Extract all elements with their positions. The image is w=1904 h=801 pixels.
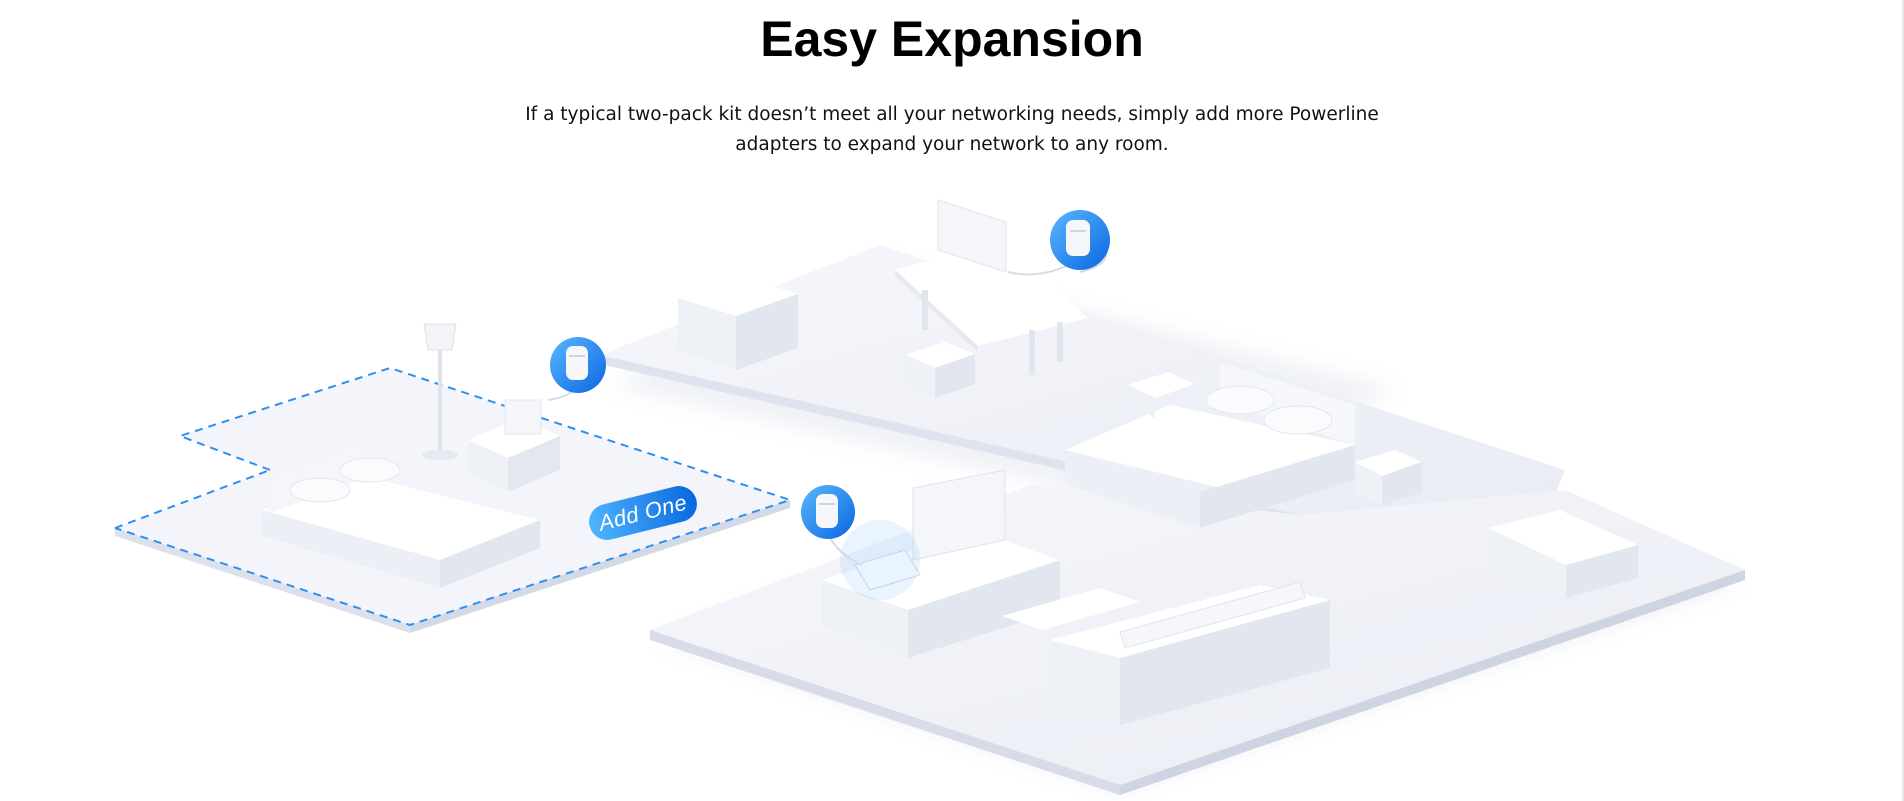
master-bed [1065, 362, 1422, 528]
section-title: Easy Expansion [760, 11, 1144, 67]
desk-with-monitor [895, 199, 1088, 375]
dresser [678, 276, 798, 370]
expansion-room [114, 366, 794, 633]
bed-furniture [262, 444, 540, 588]
description-line-1: If a typical two-pack kit doesn’t meet a… [525, 104, 1379, 125]
sofa [1002, 581, 1330, 725]
tv-cabinet [822, 469, 1060, 658]
page-scrollbar[interactable] [1902, 0, 1904, 801]
floor-lamp [422, 323, 458, 460]
section-description: If a typical two-pack kit doesn’t meet a… [500, 100, 1404, 160]
powerline-adapter-icon [547, 337, 606, 401]
description-line-2: adapters to expand your network to any r… [735, 134, 1169, 155]
bathtub [1488, 510, 1638, 598]
powerline-adapter-icon [801, 485, 863, 566]
nightstand [468, 399, 560, 492]
powerline-adapter-icon [1050, 210, 1110, 273]
stool [905, 342, 975, 398]
